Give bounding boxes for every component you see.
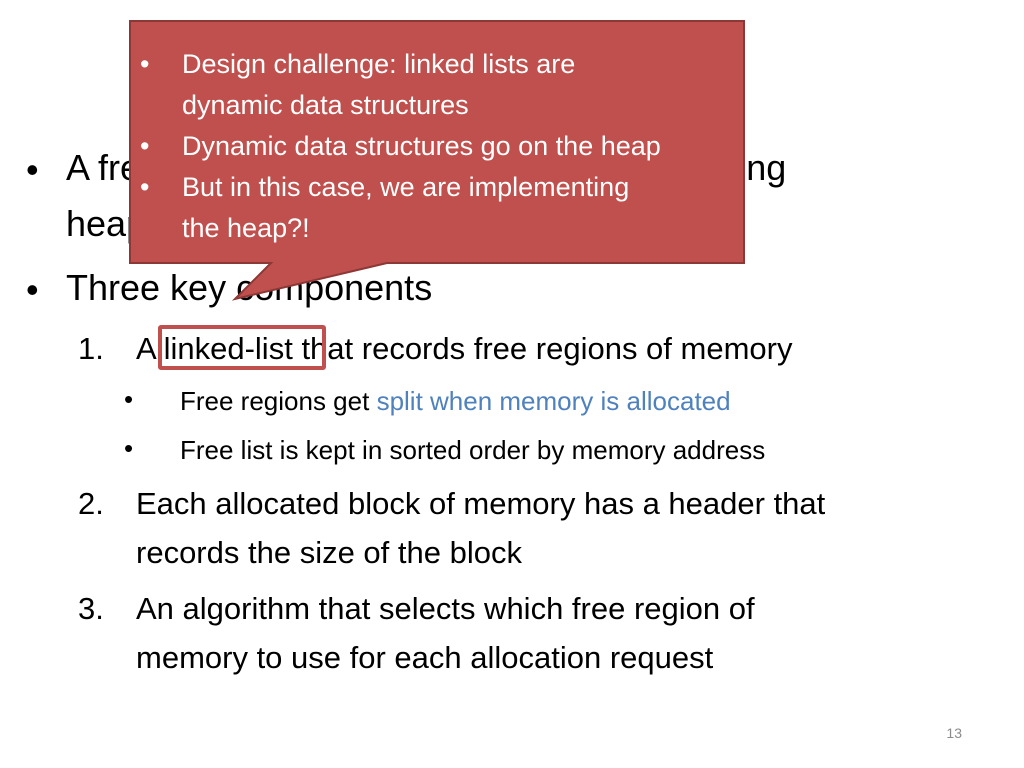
component-1-suffix: that records free regions of memory [301, 331, 793, 366]
split-allocation-link[interactable]: split when memory is allocated [376, 386, 731, 416]
callout-text: • Design challenge: linked lists are dyn… [140, 44, 740, 249]
sub-bullet-1-text: Free regions get [180, 386, 377, 416]
component-1-number: 1. [78, 331, 104, 366]
component-2-line-2: records the size of the block [136, 535, 522, 570]
component-3-number: 3. [78, 591, 104, 626]
callout-item-2: • Dynamic data structures go on the heap [140, 126, 740, 167]
sub-bullet-marker: • [124, 433, 134, 463]
callout-item-3-line-2: the heap?! [182, 213, 310, 243]
callout-item-3-line-1: But in this case, we are implementing [182, 172, 630, 202]
callout-bullet: • [140, 131, 150, 161]
bullet-marker: • [26, 149, 39, 190]
bullet-marker: • [26, 269, 39, 310]
component-3-line-2: memory to use for each allocation reques… [136, 640, 714, 675]
sub-bullet-marker: • [124, 384, 134, 414]
component-1-prefix: A [136, 331, 155, 366]
component-3-line-1: An algorithm that selects which free reg… [136, 591, 755, 626]
component-2-line-1: Each allocated block of memory has a hea… [136, 486, 826, 521]
page-number: 13 [946, 725, 962, 741]
callout-item-1-line-2: dynamic data structures [182, 90, 469, 120]
callout-item-1: • Design challenge: linked lists are dyn… [140, 44, 740, 126]
component-1-text: A linked-list that records free regions … [136, 333, 792, 364]
callout-bullet: • [140, 172, 150, 202]
sub-bullet-2: Free list is kept in sorted order by mem… [180, 435, 766, 465]
callout-item-2-line-1: Dynamic data structures go on the heap [182, 131, 661, 161]
linked-list-term: linked-list [163, 331, 293, 366]
sub-bullet-1: Free regions get split when memory is al… [180, 388, 731, 414]
callout-item-3: • But in this case, we are implementing … [140, 167, 740, 249]
callout-bullet: • [140, 49, 150, 79]
component-2-number: 2. [78, 486, 104, 521]
bullet-2-line-1: Three key components [66, 267, 433, 308]
linked-list-highlight-box [158, 325, 326, 370]
callout-item-1-line-1: Design challenge: linked lists are [182, 49, 576, 79]
